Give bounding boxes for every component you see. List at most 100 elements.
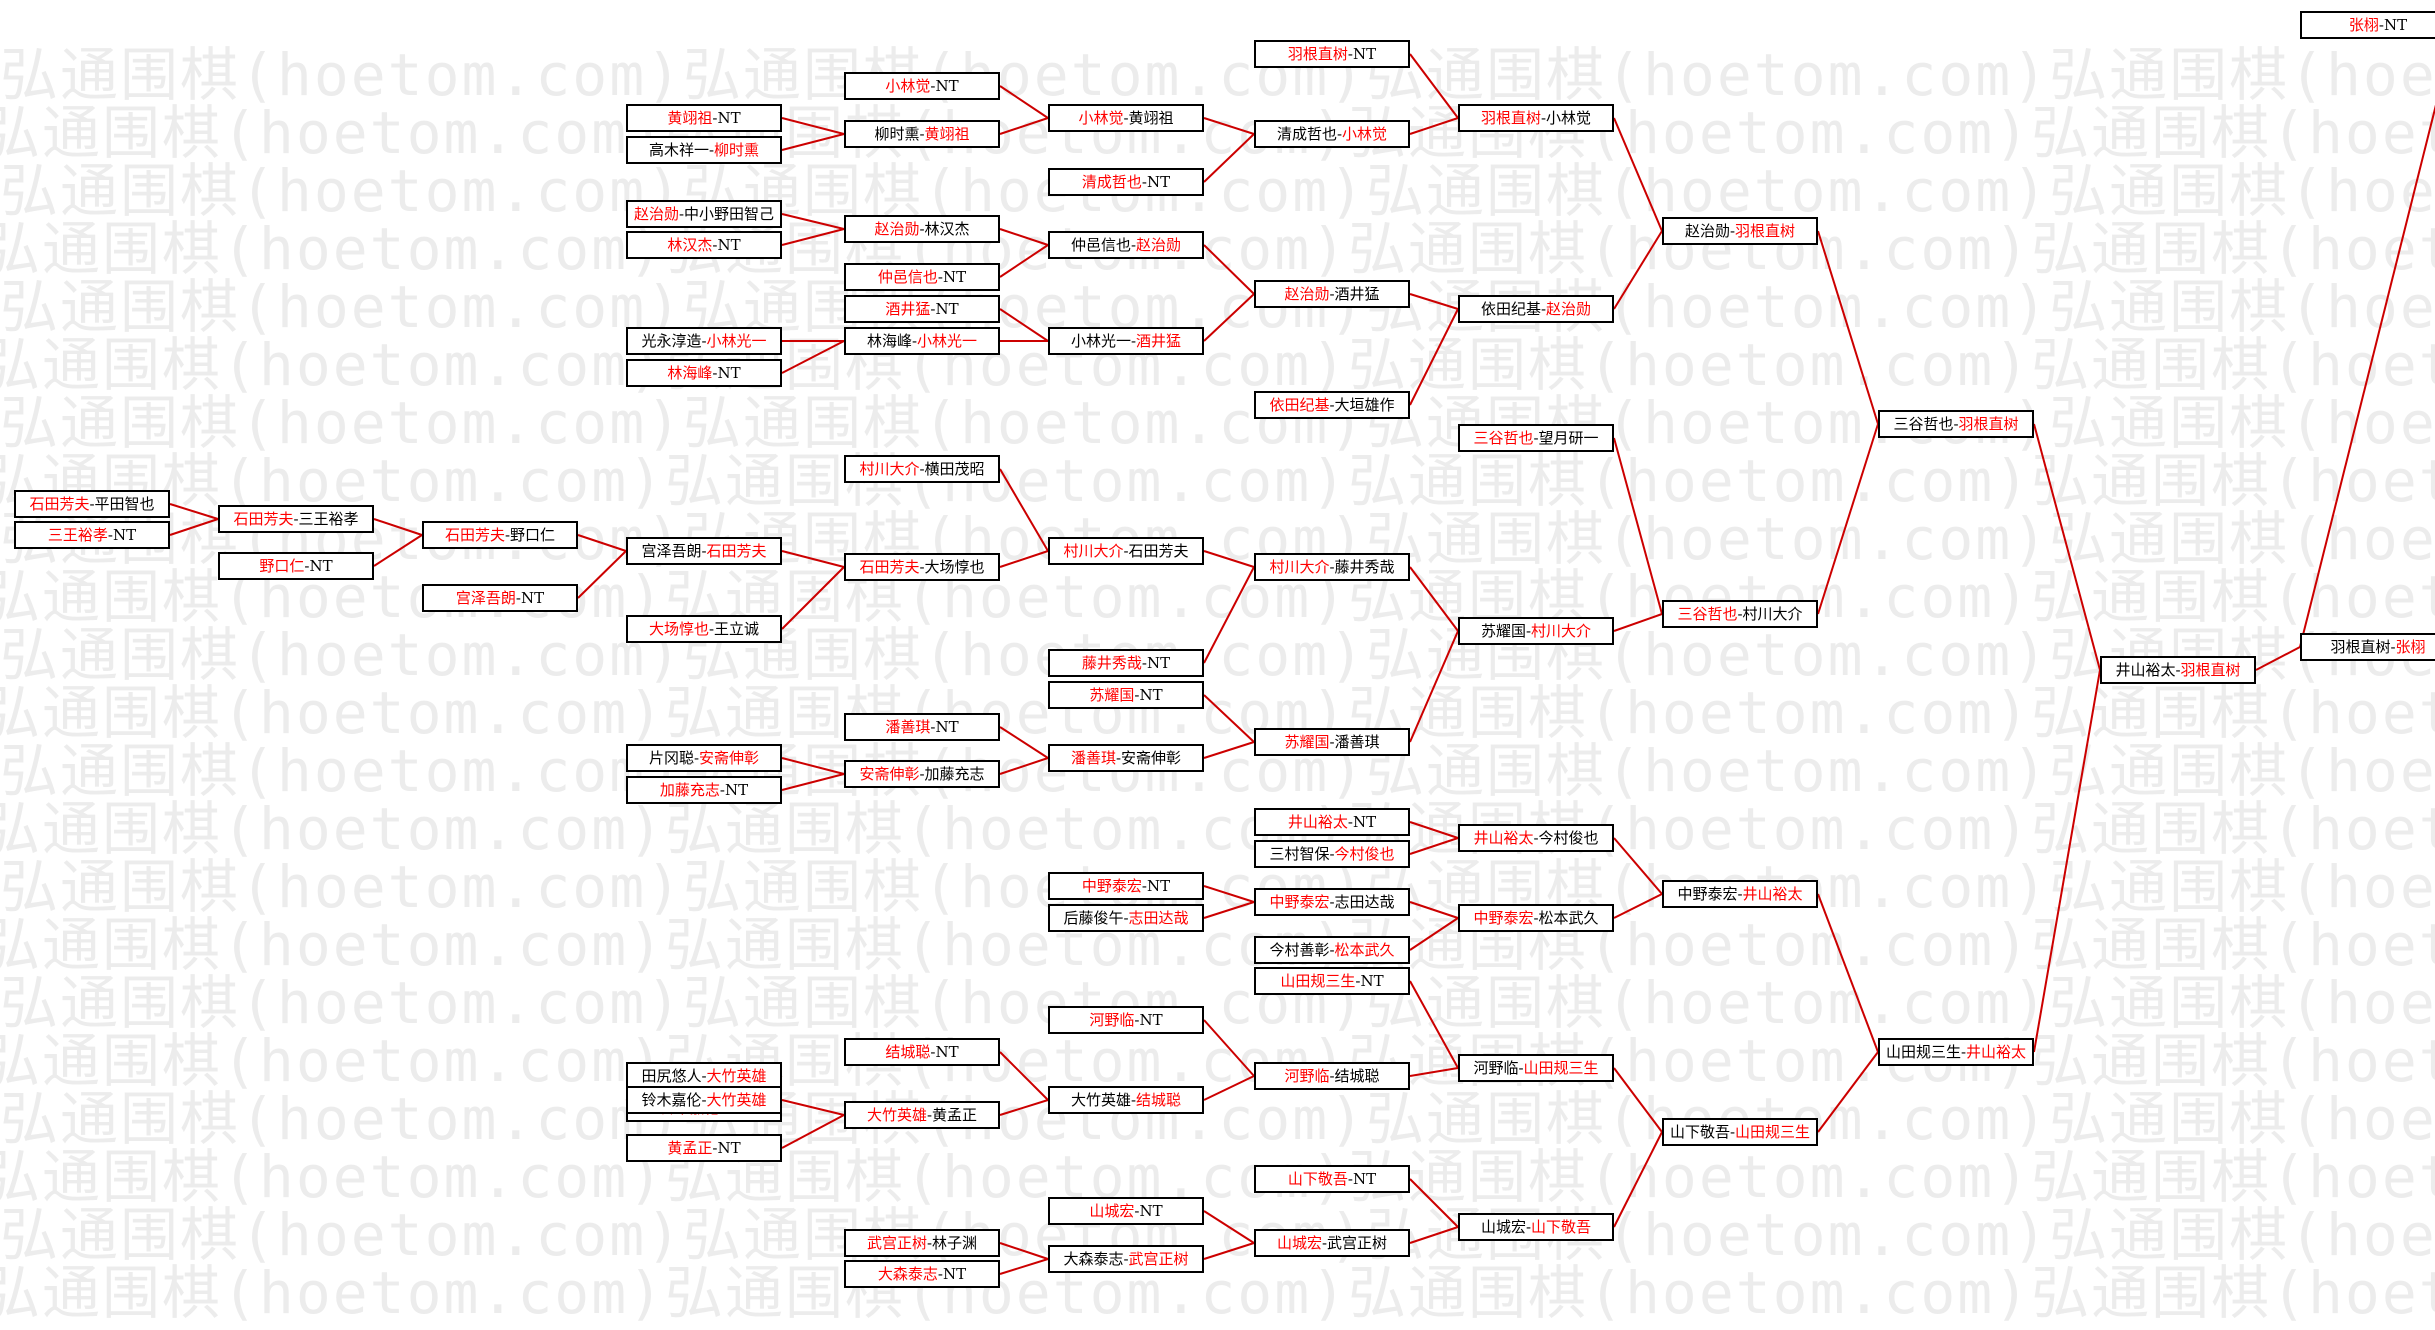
match-box[interactable]: 苏耀国-潘善琪 (1254, 728, 1410, 756)
match-box[interactable]: 井山裕太-NT (1254, 808, 1410, 836)
match-box[interactable]: 苏耀国-村川大介 (1458, 617, 1614, 645)
match-box[interactable]: 苏耀国-NT (1048, 681, 1204, 709)
match-box[interactable]: 酒井猛-NT (844, 295, 1000, 323)
match-box[interactable]: 宫泽吾朗-石田芳夫 (626, 537, 782, 565)
match-box[interactable]: 石田芳夫-大场惇也 (844, 553, 1000, 581)
match-box[interactable]: 藤井秀哉-NT (1048, 649, 1204, 677)
separator: - (1737, 605, 1743, 623)
separator: - (1336, 125, 1343, 143)
match-box[interactable]: 高木祥一-柳时熏 (626, 136, 782, 164)
match-box[interactable]: 山田规三生-NT (1254, 967, 1410, 995)
match-box[interactable]: 大场惇也-王立诚 (626, 615, 782, 643)
match-box[interactable]: 田尻悠人-大竹英雄 (626, 1062, 782, 1090)
match-box[interactable]: 河野临-NT (1048, 1006, 1204, 1034)
bracket-connector (1409, 821, 1459, 839)
match-box[interactable]: 光永淳造-小林光一 (626, 327, 782, 355)
match-box[interactable]: 三谷哲也-羽根直树 (1878, 410, 2034, 438)
bracket-connector (1409, 53, 1459, 119)
player-right: 王立诚 (714, 620, 760, 638)
match-box[interactable]: 野口仁-NT (218, 552, 374, 580)
match-box[interactable]: 河野临-山田规三生 (1458, 1054, 1614, 1082)
match-box[interactable]: 仲邑信也-NT (844, 263, 1000, 291)
player-left: 井山裕太 (2115, 661, 2176, 679)
separator: - (701, 1067, 707, 1085)
match-box[interactable]: 赵治勋-中小野田智己 (626, 200, 782, 228)
match-box[interactable]: 赵治勋-羽根直树 (1662, 217, 1818, 245)
match-box[interactable]: 中野泰宏-NT (1048, 872, 1204, 900)
match-box[interactable]: 大森泰志-NT (844, 1260, 1000, 1288)
match-box[interactable]: 清成哲也-小林觉 (1254, 120, 1410, 148)
match-box[interactable]: 山下敬吾-NT (1254, 1165, 1410, 1193)
player-left: 中野泰宏 (1473, 909, 1534, 927)
match-box[interactable]: 大森泰志-武宫正树 (1048, 1245, 1204, 1273)
match-box[interactable]: 今村善彰-松本武久 (1254, 936, 1410, 964)
match-box[interactable]: 赵治勋-林汉杰 (844, 215, 1000, 243)
match-box[interactable]: 林海峰-小林光一 (844, 327, 1000, 355)
match-box[interactable]: 石田芳夫-三王裕孝 (218, 505, 374, 533)
player-left: 张栩 (2348, 16, 2379, 34)
match-box[interactable]: 羽根直树-张栩 (2300, 633, 2435, 661)
match-box[interactable]: 大竹英雄-黄孟正 (844, 1101, 1000, 1129)
match-box[interactable]: 黄孟正-NT (626, 1134, 782, 1162)
player-left: 山城宏 (1480, 1218, 1526, 1236)
match-box[interactable]: 大竹英雄-结城聪 (1048, 1086, 1204, 1114)
match-box[interactable]: 清成哲也-NT (1048, 168, 1204, 196)
match-box[interactable]: 结城聪-NT (844, 1038, 1000, 1066)
match-box[interactable]: 羽根直树-NT (1254, 40, 1410, 68)
match-box[interactable]: 林海峰-NT (626, 359, 782, 387)
match-box[interactable]: 石田芳夫-平田智也 (14, 490, 170, 518)
match-box[interactable]: 后藤俊午-志田达哉 (1048, 904, 1204, 932)
match-box[interactable]: 三谷哲也-村川大介 (1662, 600, 1818, 628)
match-box[interactable]: 井山裕太-羽根直树 (2100, 656, 2256, 684)
match-box[interactable]: 武宫正树-林子渊 (844, 1229, 1000, 1257)
separator: - (712, 364, 718, 382)
match-box[interactable]: 加藤充志-NT (626, 776, 782, 804)
match-box[interactable]: 山城宏-山下敬吾 (1458, 1213, 1614, 1241)
match-box[interactable]: 山城宏-武宫正树 (1254, 1229, 1410, 1257)
match-box[interactable]: 中野泰宏-松本武久 (1458, 904, 1614, 932)
match-box[interactable]: 张栩-NT (2300, 11, 2435, 39)
separator: - (1329, 733, 1335, 751)
match-box[interactable]: 山下敬吾-山田规三生 (1662, 1118, 1818, 1146)
player-right: 山田规三生 (1523, 1059, 1599, 1077)
match-box[interactable]: 宫泽吾朗-NT (422, 584, 578, 612)
match-box[interactable]: 依田纪基-赵治勋 (1458, 295, 1614, 323)
match-box[interactable]: 山城宏-NT (1048, 1197, 1204, 1225)
match-box[interactable]: 赵治勋-酒井猛 (1254, 280, 1410, 308)
match-box[interactable]: 黄翊祖-NT (626, 104, 782, 132)
match-box[interactable]: 石田芳夫-野口仁 (422, 521, 578, 549)
player-left: 后藤俊午 (1063, 909, 1124, 927)
match-box[interactable]: 河野临-结城聪 (1254, 1062, 1410, 1090)
match-box[interactable]: 三谷哲也-望月研一 (1458, 424, 1614, 452)
match-box[interactable]: 羽根直树-小林觉 (1458, 104, 1614, 132)
match-box[interactable]: 村川大介-横田茂昭 (844, 455, 1000, 483)
match-box[interactable]: 中野泰宏-井山裕太 (1662, 880, 1818, 908)
match-box[interactable]: 柳时熏-黄翊祖 (844, 120, 1000, 148)
match-box[interactable]: 小林光一-酒井猛 (1048, 327, 1204, 355)
match-box[interactable]: 片冈聪-安斋伸彰 (626, 744, 782, 772)
match-box[interactable]: 山田规三生-井山裕太 (1878, 1038, 2034, 1066)
match-box[interactable]: 村川大介-石田芳夫 (1048, 537, 1204, 565)
match-box[interactable]: 仲邑信也-赵治勋 (1048, 231, 1204, 259)
match-box[interactable]: 三村智保-今村俊也 (1254, 840, 1410, 868)
match-box[interactable]: 村川大介-藤井秀哉 (1254, 553, 1410, 581)
match-box[interactable]: 中野泰宏-志田达哉 (1254, 888, 1410, 916)
bracket-connector (1203, 293, 1255, 342)
match-box[interactable]: 铃木嘉伦-大竹英雄 (626, 1086, 782, 1114)
match-box[interactable]: 小林觉-NT (844, 72, 1000, 100)
separator: - (1329, 941, 1335, 959)
match-box[interactable]: 安斋伸彰-加藤充志 (844, 760, 1000, 788)
separator: - (1347, 45, 1353, 63)
match-box[interactable]: 小林觉-黄翊祖 (1048, 104, 1204, 132)
match-box[interactable]: 潘善琪-安斋伸彰 (1048, 744, 1204, 772)
bracket-connector (1203, 1242, 1255, 1260)
match-box[interactable]: 三王裕孝-NT (14, 521, 170, 549)
player-right: 横田茂昭 (924, 460, 985, 478)
match-box[interactable]: 林汉杰-NT (626, 231, 782, 259)
match-box[interactable]: 潘善琪-NT (844, 713, 1000, 741)
bracket-connector (781, 133, 845, 151)
bracket-connector (1203, 244, 1255, 295)
player-right: 志田达哉 (1128, 909, 1189, 927)
match-box[interactable]: 井山裕太-今村俊也 (1458, 824, 1614, 852)
match-box[interactable]: 依田纪基-大垣雄作 (1254, 391, 1410, 419)
